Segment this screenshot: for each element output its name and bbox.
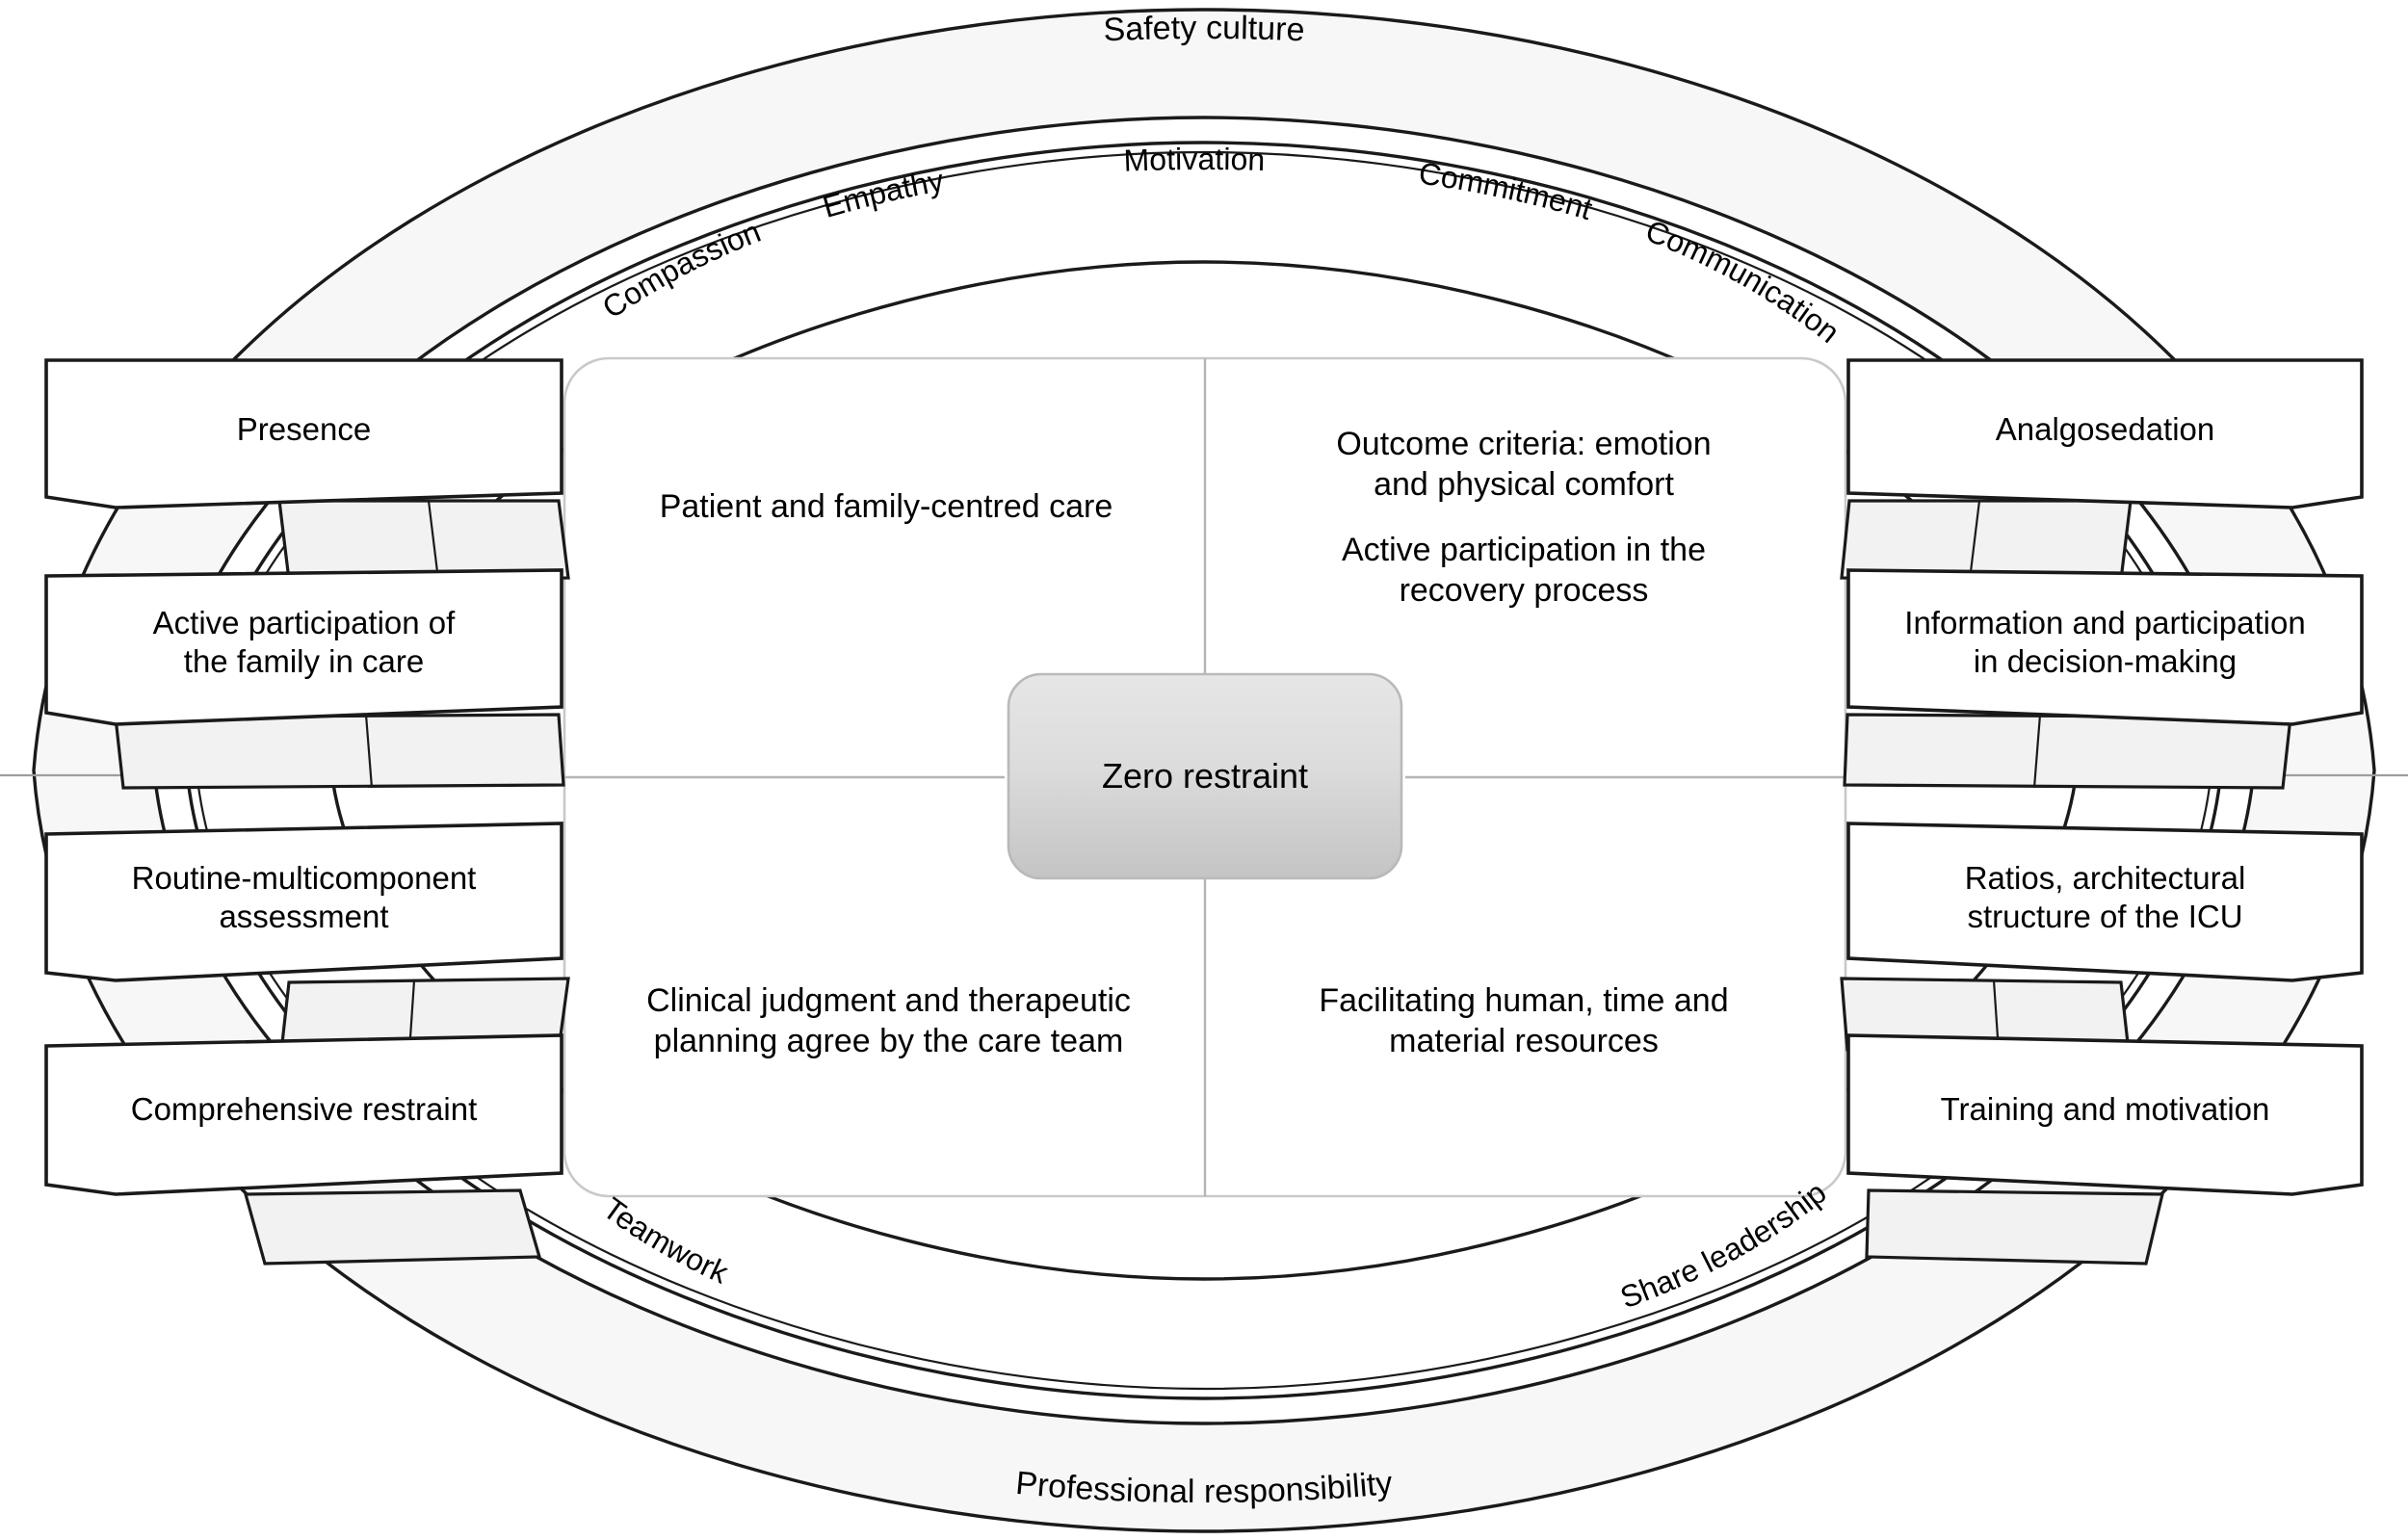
quadrant-tr-line-4: Active participation in the	[1342, 532, 1706, 569]
left-box-3-shape	[44, 822, 563, 982]
left-box-4-shape	[44, 1033, 563, 1196]
left-box-label-routine-assessment[interactable]: Routine-multicomponent assessment	[46, 826, 562, 969]
center-box-text: Zero restraint	[1101, 756, 1309, 796]
left-box-3-line2: assessment	[219, 899, 389, 934]
quadrant-br-line-1: Facilitating human, time and	[1319, 982, 1729, 1019]
left-box-3-line1: Routine-multicomponent	[131, 859, 477, 896]
left-box-2-line1: Active participation of	[152, 604, 456, 640]
quadrant-top-left-text: Patient and family-centred care	[578, 486, 1194, 527]
connector-seam-left-2	[364, 714, 374, 789]
quadrant-top-right-text: Outcome criteria: emotion and physical c…	[1216, 424, 1832, 612]
connector-seam-right-1	[1968, 500, 1981, 581]
right-box-2-line1: Information and participation	[1904, 604, 2306, 640]
right-box-label-training-motivation[interactable]: Training and motivation	[1848, 1038, 2362, 1181]
left-box-2-shape	[44, 568, 563, 726]
connector-left-4	[243, 1188, 542, 1266]
right-box-4-shape	[1846, 1033, 2364, 1196]
right-box-1-text: Analgosedation	[1995, 411, 2215, 448]
connector-seam-left-1	[427, 500, 440, 581]
quadrant-tr-line-2: and physical comfort	[1374, 466, 1674, 504]
right-box-2-line2: in decision-making	[1973, 643, 2238, 679]
right-box-1-shape	[1846, 358, 2364, 509]
quadrant-br-line-2: material resources	[1389, 1023, 1659, 1060]
center-box-shape	[1007, 672, 1403, 880]
right-box-3-shape	[1846, 822, 2364, 982]
quadrant-tl-line-1: Patient and family-centred care	[659, 488, 1113, 525]
center-box-label[interactable]: Zero restraint	[1008, 674, 1401, 878]
left-box-label-comprehensive-restraint[interactable]: Comprehensive restraint	[46, 1038, 562, 1181]
quadrant-tr-line-5: recovery process	[1399, 572, 1649, 610]
outer-ring-top-label: Safety culture	[1103, 10, 1306, 48]
left-box-label-presence[interactable]: Presence	[46, 360, 562, 500]
quadrant-bottom-left-text: Clinical judgment and therapeutic planni…	[578, 980, 1199, 1061]
connector-right-4	[1865, 1188, 2165, 1266]
quadrant-bottom-right-text: Facilitating human, time and material re…	[1216, 980, 1832, 1061]
right-box-4-text: Training and motivation	[1940, 1090, 2270, 1127]
right-box-3-line2: structure of the ICU	[1967, 899, 2243, 934]
connector-seam-right-2	[2032, 714, 2042, 789]
left-box-2-line2: the family in care	[183, 643, 425, 679]
left-box-1-shape	[44, 358, 563, 509]
quadrant-tr-spacer	[1216, 505, 1832, 530]
inner-ring-label-motivation: Motivation	[1123, 142, 1266, 178]
connector-right-1	[1840, 499, 2133, 582]
connector-left-1	[277, 499, 570, 582]
left-box-label-family-participation[interactable]: Active participation of the family in ca…	[46, 570, 562, 715]
right-box-label-ratios-architecture[interactable]: Ratios, architectural structure of the I…	[1848, 826, 2362, 969]
left-box-4-text: Comprehensive restraint	[130, 1090, 478, 1127]
right-box-label-analgosedation[interactable]: Analgosedation	[1848, 360, 2362, 500]
connector-right-2	[1843, 713, 2292, 790]
left-box-1-text: Presence	[236, 411, 372, 448]
quadrant-bl-line-1: Clinical judgment and therapeutic	[646, 982, 1131, 1019]
right-box-3-line1: Ratios, architectural	[1964, 859, 2246, 896]
right-box-label-information-participation[interactable]: Information and participation in decisio…	[1848, 570, 2362, 715]
connector-left-2	[114, 713, 565, 790]
quadrant-bl-line-2: planning agree by the care team	[653, 1023, 1124, 1060]
quadrant-tr-line-1: Outcome criteria: emotion	[1336, 426, 1712, 462]
right-box-2-shape	[1846, 568, 2364, 726]
